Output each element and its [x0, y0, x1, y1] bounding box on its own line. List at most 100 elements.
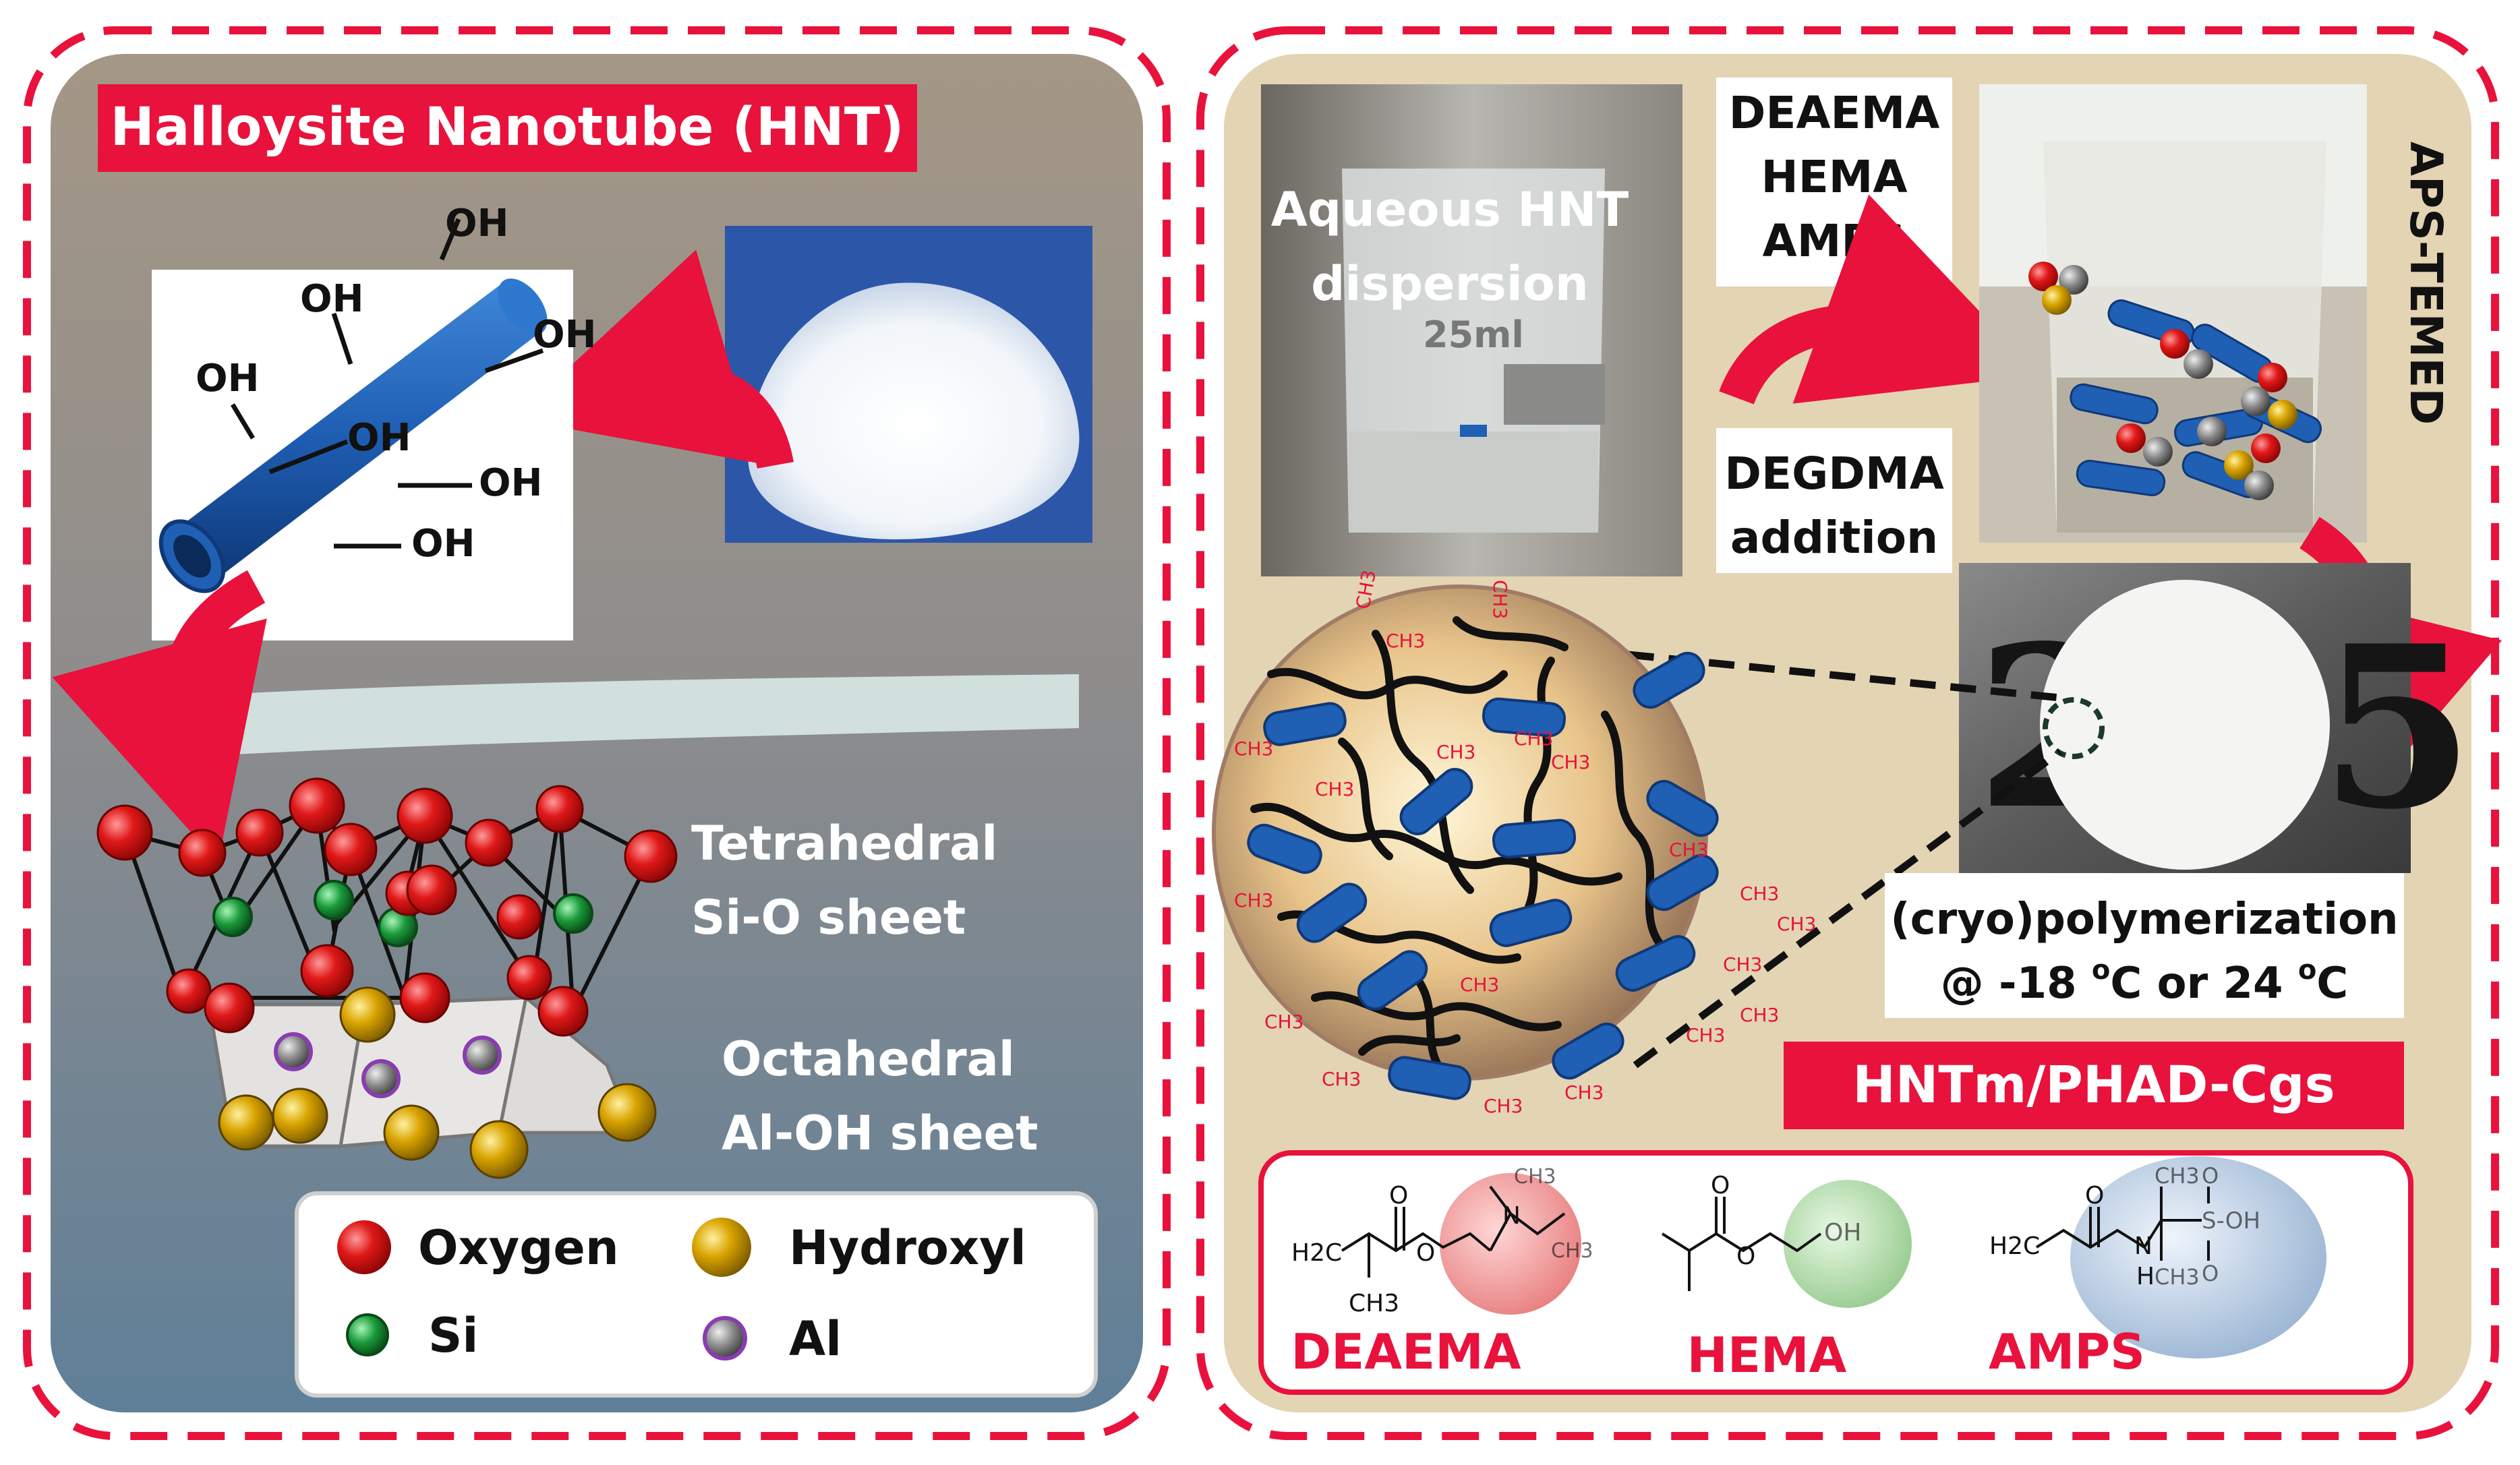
- octahedral-label-line2: Al-OH sheet: [722, 1106, 1038, 1161]
- svg-text:CH3: CH3: [1386, 630, 1425, 652]
- dispersion-to-mixture-arrow: [1719, 194, 2041, 405]
- left-title: Halloysite Nanotube (HNT): [110, 97, 904, 158]
- product-banner: [1784, 1042, 2404, 1129]
- amps-atom-n: N: [2134, 1232, 2152, 1260]
- hydroxyl-label-2: OH: [300, 277, 363, 321]
- initiator-label: APS-TEMED: [2400, 142, 2452, 425]
- crystal-structure: [96, 777, 678, 1179]
- amps-structure: [2035, 1187, 2210, 1261]
- crosslinker-box-line1: DEGDMA: [1724, 448, 1944, 500]
- deaema-label: DEAEMA: [1291, 1323, 1521, 1380]
- network-nanotubes: [1247, 651, 1719, 1100]
- monomers-box-line3: AMPS: [1763, 215, 1906, 267]
- svg-text:CH3: CH3: [1514, 727, 1553, 750]
- svg-text:CH3: CH3: [1686, 1024, 1725, 1046]
- svg-text:CH3: CH3: [1484, 1095, 1523, 1117]
- hema-label: HEMA: [1687, 1327, 1847, 1383]
- right-panel: 25ml Aqueous HNT dispersion DEAEMA HEMA …: [1196, 26, 2502, 1440]
- svg-text:CH3: CH3: [1234, 889, 1273, 911]
- mixture-monomer-spheres: [2028, 262, 2297, 500]
- legend-oxygen-label: Oxygen: [418, 1220, 619, 1276]
- hema-sphere: [1784, 1180, 1912, 1308]
- hydroxyl-label-5: OH: [347, 416, 411, 460]
- monomers-box-line1: DEAEMA: [1729, 87, 1940, 139]
- polymerization-box: [1885, 873, 2404, 1018]
- svg-text:5: 5: [2320, 597, 2475, 858]
- monomers-box-line2: HEMA: [1761, 151, 1907, 203]
- oxygen-sphere-icon: [337, 1220, 391, 1274]
- hydroxyl-label-4: OH: [196, 357, 259, 400]
- left-title-banner: [98, 84, 917, 172]
- reaction-mixture-photo: [1979, 84, 2367, 543]
- hydroxyl-label-7: OH: [411, 522, 475, 566]
- deaema-atom-ch3-b: CH3: [1551, 1239, 1593, 1263]
- product-label: HNTm/PHAD-Cgs: [1852, 1054, 2335, 1114]
- hydroxyl-sphere-icon: [692, 1218, 751, 1277]
- methyl-group-labels: CH3 CH3 CH3 CH3 CH3 CH3 CH3 CH3 CH3 CH3 …: [1234, 568, 1816, 1117]
- svg-text:CH3: CH3: [1740, 1004, 1779, 1026]
- legend-al-label: Al: [789, 1311, 842, 1367]
- deaema-atom-ch3: CH3: [1349, 1290, 1399, 1317]
- dispersion-label-line1: Aqueous HNT: [1271, 182, 1629, 237]
- deaema-atom-o1: O: [1389, 1182, 1408, 1209]
- hema-atom-o2: O: [1736, 1243, 1755, 1270]
- deaema-sphere: [1440, 1173, 1581, 1315]
- tetrahedral-label-line2: Si-O sheet: [691, 890, 966, 945]
- amps-atom-o-bottom: O: [2202, 1261, 2219, 1286]
- svg-text:CH3: CH3: [1234, 738, 1273, 760]
- legend-si-label: Si: [428, 1308, 478, 1363]
- si-sphere-icon: [346, 1313, 389, 1356]
- deaema-atom-n: N: [1502, 1202, 1521, 1230]
- left-panel: Halloysite Nanotube (HNT) OH OH OH: [23, 26, 1171, 1440]
- polymerization-label-line2: @ -18 oC or 24 oC: [1941, 955, 2349, 1009]
- atom-legend: Oxygen Hydroxyl Si Al: [295, 1191, 1098, 1398]
- svg-text:CH3: CH3: [1669, 839, 1708, 861]
- svg-text:CH3: CH3: [1460, 974, 1499, 996]
- hema-atom-o1: O: [1711, 1172, 1730, 1199]
- hydroxyl-label-1: OH: [445, 202, 508, 245]
- zoom-lines: [1587, 647, 2063, 1069]
- amps-atom-ch3-b: CH3: [2155, 1264, 2200, 1290]
- nanotube-illustration: [158, 278, 548, 593]
- amps-atom-o: O: [2085, 1182, 2104, 1209]
- dispersion-label-line2: dispersion: [1311, 256, 1588, 311]
- tube-rod-photo: [223, 674, 1079, 755]
- hydroxyl-label-6: OH: [479, 461, 542, 505]
- deaema-atom-h2c: H2C: [1291, 1239, 1342, 1267]
- aqueous-dispersion-photo: 25ml: [1261, 84, 1682, 576]
- svg-text:CH3: CH3: [1436, 741, 1475, 763]
- cryogel-network-sphere: CH3 CH3 CH3 CH3 CH3 CH3 CH3 CH3 CH3 CH3 …: [1212, 568, 1816, 1117]
- legend-hydroxyl-label: Hydroxyl: [789, 1220, 1026, 1276]
- svg-text:CH3: CH3: [1322, 1068, 1361, 1090]
- monomer-structures-box: H2C CH3 O O N CH3 CH3 DEAEMA O O OH HEMA: [1258, 1150, 2413, 1395]
- hydroxyl-label-3: OH: [533, 313, 596, 357]
- hema-structure: [1661, 1197, 1822, 1291]
- al-sphere-icon: [703, 1316, 747, 1361]
- svg-text:CH3: CH3: [1264, 1011, 1303, 1033]
- polymer-chains: [1250, 616, 1670, 1083]
- hema-atom-oh: OH: [1824, 1219, 1861, 1247]
- powder-to-tube-arrow: [513, 249, 794, 469]
- svg-text:CH3: CH3: [1489, 580, 1511, 619]
- svg-text:CH3: CH3: [1777, 913, 1816, 935]
- octahedral-label-line1: Octahedral: [722, 1032, 1015, 1087]
- deaema-atom-o2: O: [1416, 1239, 1435, 1267]
- hnt-powder-photo: [725, 226, 1092, 543]
- svg-text:CH3: CH3: [1723, 953, 1762, 976]
- svg-text:CH3: CH3: [1564, 1081, 1604, 1104]
- amps-label: AMPS: [1989, 1323, 2145, 1380]
- amps-atom-h: H: [2136, 1263, 2155, 1290]
- crosslinker-box-line2: addition: [1730, 512, 1938, 564]
- tube-to-crystal-arrow: [52, 570, 267, 863]
- svg-text:CH3: CH3: [1315, 778, 1354, 800]
- svg-text:CH3: CH3: [1551, 751, 1590, 773]
- deaema-atom-ch3-a: CH3: [1514, 1165, 1556, 1189]
- svg-text:CH3: CH3: [1740, 883, 1779, 905]
- amps-atom-o-top: O: [2202, 1163, 2219, 1189]
- amps-sphere: [2070, 1156, 2326, 1358]
- tetrahedral-label-line1: Tetrahedral: [691, 816, 997, 871]
- amps-atom-ch3-a: CH3: [2155, 1163, 2200, 1189]
- amps-atom-soh: S-OH: [2202, 1207, 2260, 1234]
- hydroxyl-groups: [230, 218, 544, 549]
